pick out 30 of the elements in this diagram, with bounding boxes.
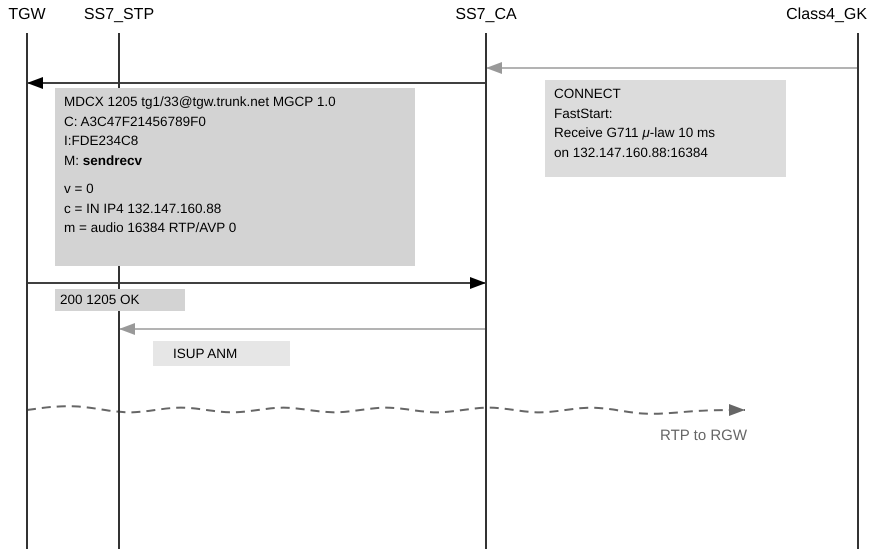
- arrow: [119, 323, 486, 335]
- lifeline: [786, 6, 867, 549]
- lifeline-label: SS7_STP: [84, 6, 154, 24]
- message-text: MDCX 1205 tg1/33@tgw.trunk.net MGCP 1.0: [64, 93, 337, 111]
- message-box: [55, 88, 415, 266]
- lifeline: [8, 6, 46, 549]
- message-text: ISUP ANM: [173, 345, 238, 363]
- message-box: [545, 80, 786, 177]
- message-text: FastStart:: [554, 104, 614, 122]
- arrow: [27, 277, 486, 289]
- edge-label: RTP to RGW: [660, 427, 747, 444]
- message-text: 200 1205 OK: [60, 291, 141, 309]
- message-text: C: A3C47F21456789F0: [64, 112, 207, 130]
- message-box: [55, 289, 185, 311]
- lifeline-label: SS7_CA: [455, 6, 517, 24]
- lifeline: [455, 6, 517, 549]
- lifeline-label: TGW: [8, 6, 46, 24]
- message-text: c = IN IP4 132.147.160.88: [64, 200, 222, 218]
- message-text: m = audio 16384 RTP/AVP 0: [64, 219, 238, 237]
- arrow: [486, 62, 858, 74]
- arrow: [27, 77, 486, 89]
- message-text: Receive G711 μ-law 10 ms: [554, 124, 716, 142]
- arrow: [26, 404, 745, 416]
- lifeline-label: Class4_GK: [786, 6, 867, 24]
- message-text: I:FDE234C8: [64, 132, 140, 150]
- message-box: [153, 341, 290, 366]
- message-text: on 132.147.160.88:16384: [554, 144, 709, 162]
- message-text: CONNECT: [554, 85, 622, 103]
- message-text: M: sendrecv: [64, 152, 144, 170]
- message-text: v = 0: [64, 180, 95, 198]
